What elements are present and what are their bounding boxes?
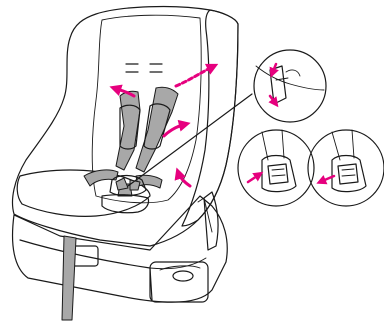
buckle-tongue-remove-detail-icon <box>308 130 384 206</box>
harness-adjuster-detail-icon <box>254 50 326 122</box>
child-car-seat-icon <box>13 7 239 320</box>
arrow-icon <box>164 124 186 136</box>
buckle-tongue-insert-detail-icon <box>238 130 314 206</box>
vehicle-belt-strap <box>62 236 76 320</box>
arrow-icon <box>248 174 260 182</box>
lap-strap-left <box>84 170 118 186</box>
seat-base <box>13 192 228 302</box>
